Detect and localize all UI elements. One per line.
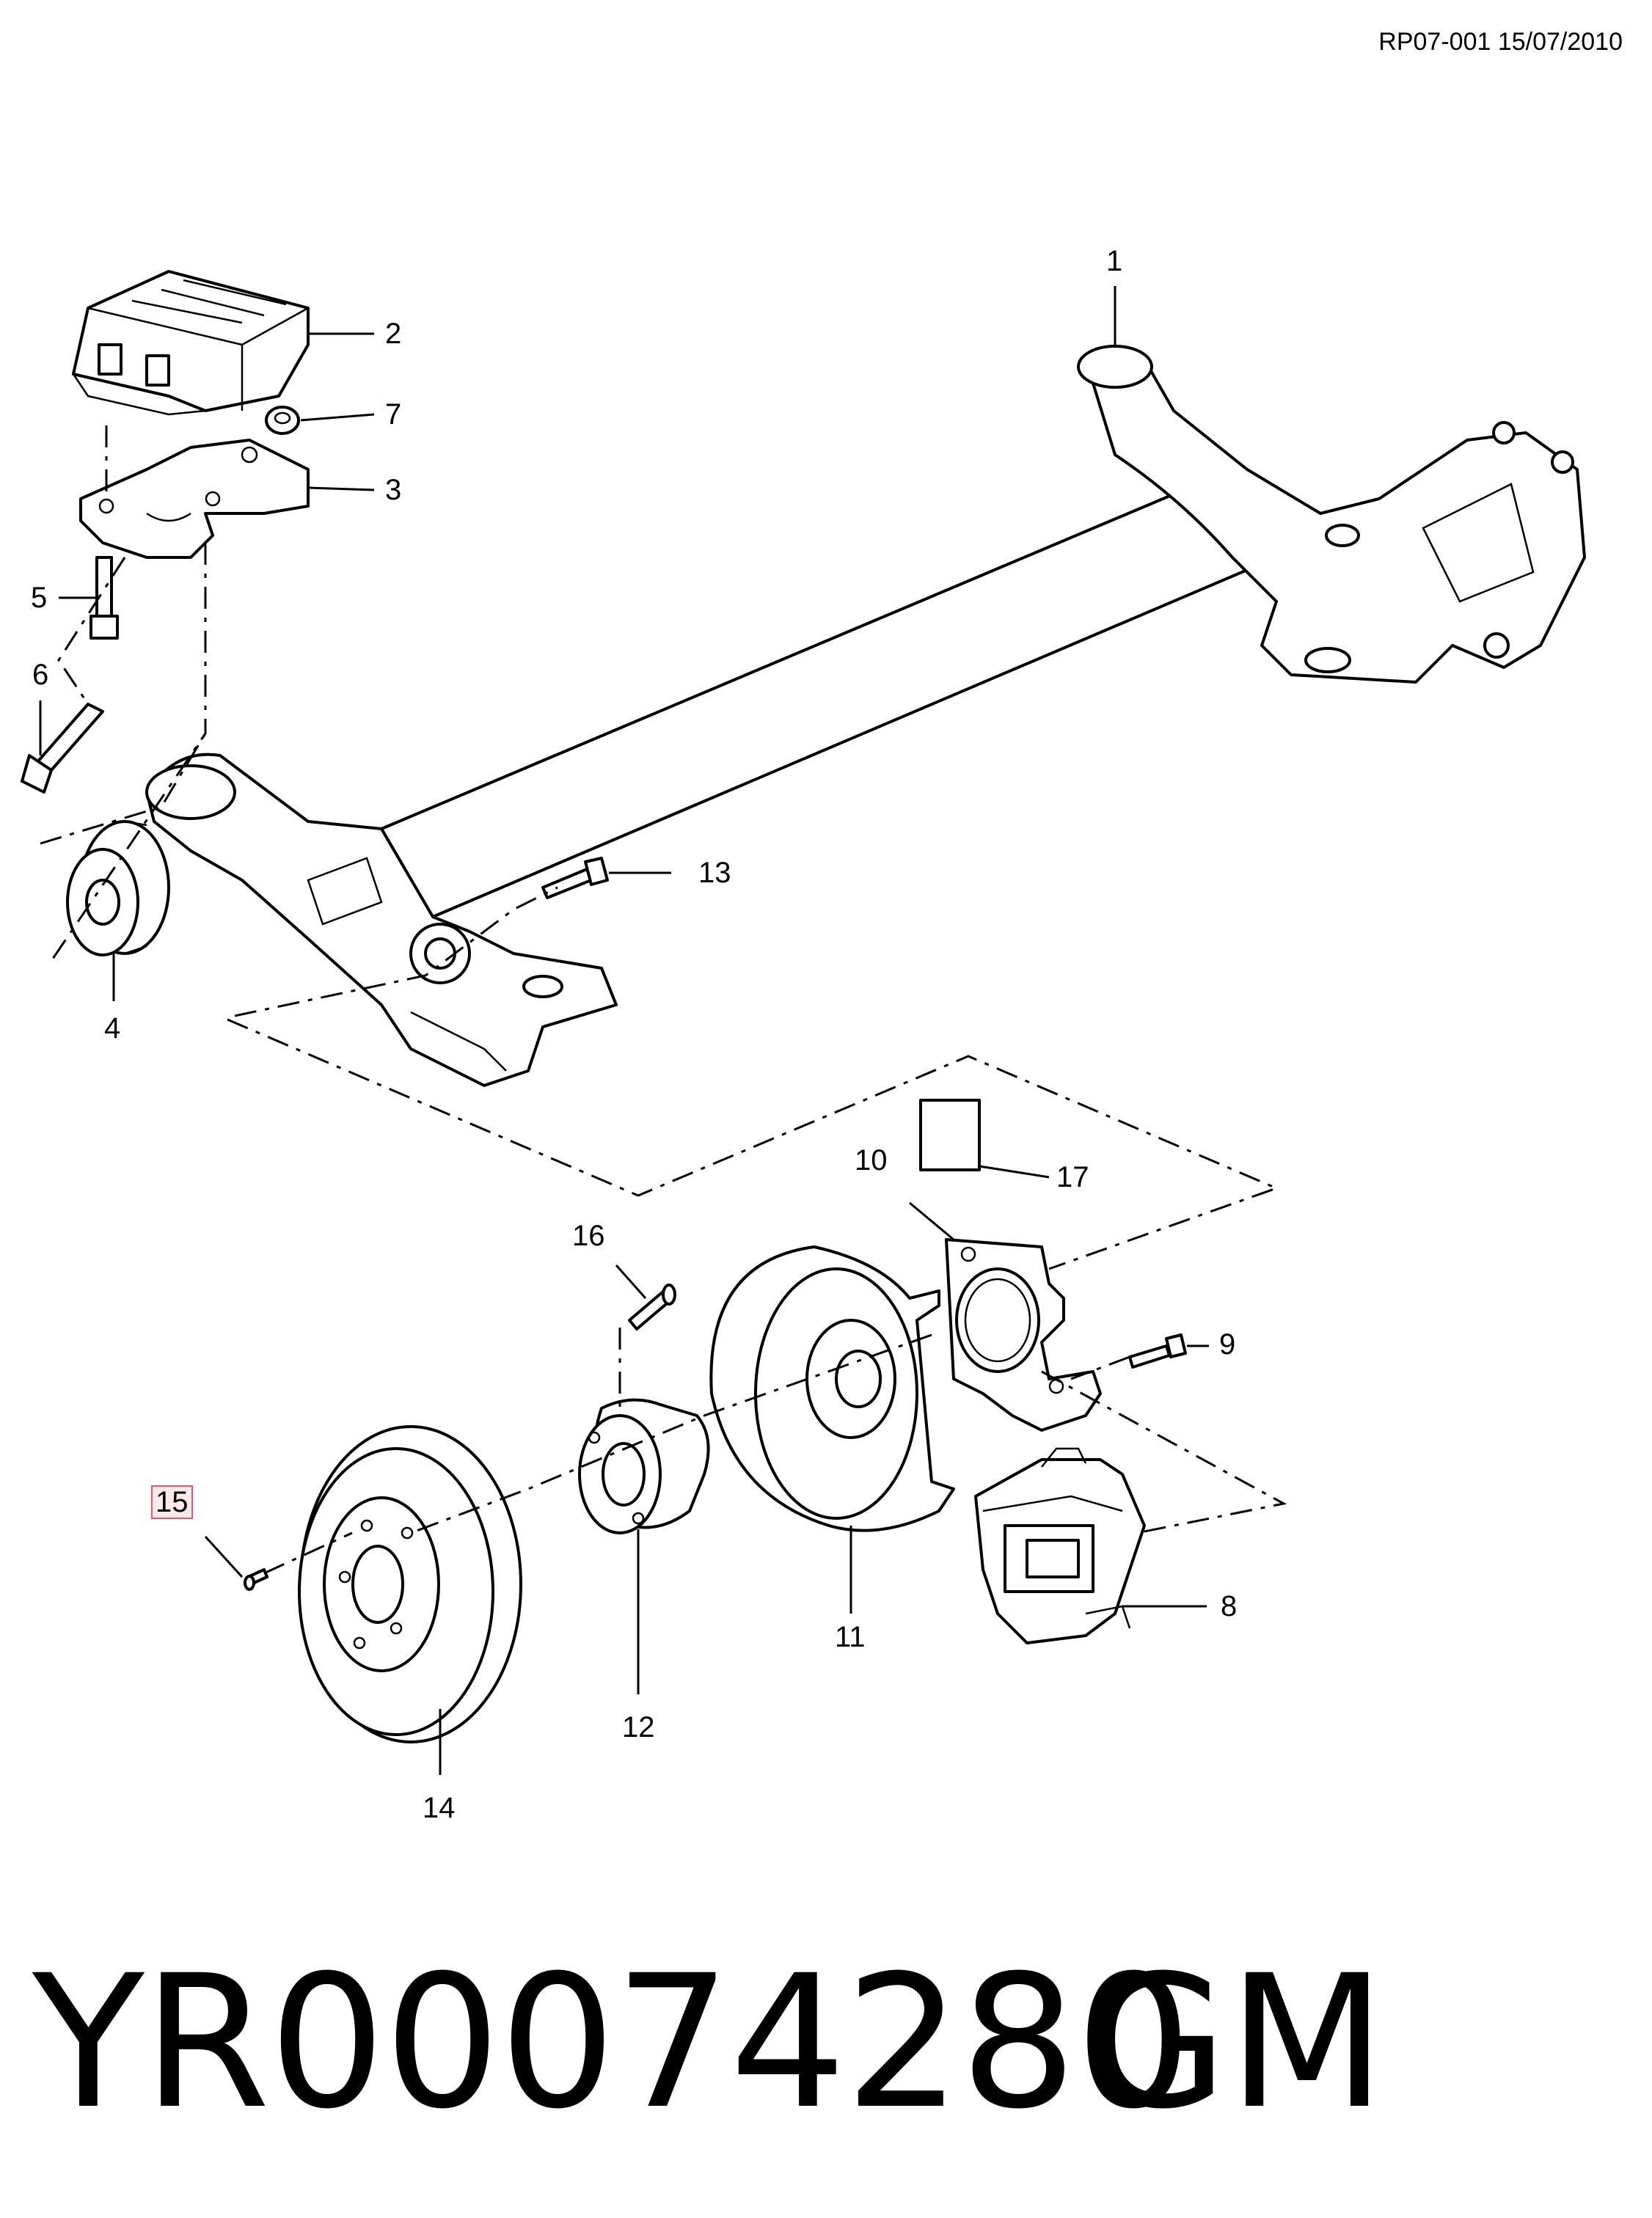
rear-axle-beam (145, 345, 1586, 1087)
callout-11: 11 (835, 1621, 866, 1653)
bolt-short (89, 556, 119, 640)
mounting-bracket (72, 270, 310, 416)
callout-2: 2 (385, 318, 402, 350)
brake-disc (298, 1425, 522, 1743)
diagram-code-date: RP07-001 15/07/2010 (1378, 28, 1623, 56)
callout-15-highlighted[interactable]: 15 (151, 1485, 193, 1519)
hub-bearing (578, 1398, 710, 1534)
bushing (66, 820, 170, 956)
assembly-lines (40, 425, 1287, 1575)
callout-14: 14 (423, 1792, 456, 1824)
caliper-bracket (945, 1238, 1102, 1432)
bracket-bolt (1128, 1333, 1187, 1369)
bolt-long (21, 703, 104, 794)
wheel-stud (628, 1284, 676, 1331)
callout-5: 5 (31, 582, 48, 614)
callout-6: 6 (32, 659, 49, 691)
callout-8: 8 (1221, 1590, 1238, 1622)
nut (265, 406, 300, 435)
callout-7: 7 (385, 398, 402, 431)
manufacturer-name: GM (1086, 1936, 1386, 2149)
disc-screw (244, 1568, 268, 1591)
leader-lines (39, 286, 1209, 1775)
label-plate (919, 1099, 981, 1171)
callout-10: 10 (855, 1144, 888, 1176)
callout-13: 13 (698, 857, 731, 889)
support-bracket (79, 439, 310, 559)
callout-4: 4 (104, 1012, 121, 1044)
callout-12: 12 (622, 1711, 655, 1743)
callout-9: 9 (1219, 1328, 1236, 1361)
part-number: YR00074280 (32, 1936, 1192, 2149)
dust-shield (709, 1245, 955, 1532)
brake-caliper (974, 1447, 1146, 1644)
callout-17: 17 (1056, 1161, 1089, 1193)
callout-3: 3 (385, 474, 402, 506)
callout-16: 16 (572, 1220, 605, 1252)
callout-1: 1 (1106, 245, 1123, 277)
